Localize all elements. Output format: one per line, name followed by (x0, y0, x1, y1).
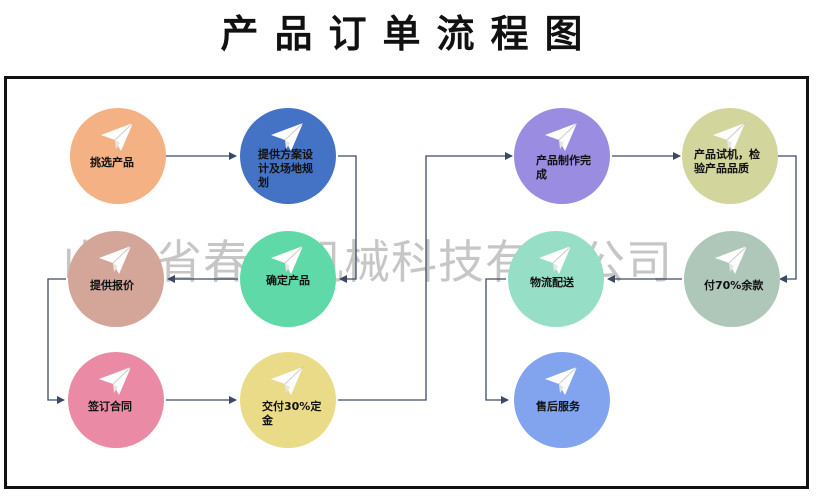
step-label: 交付30%定 金 (262, 400, 322, 427)
step-node-11: 售后服务 (514, 352, 610, 448)
step-node-7: 产品制作完 成 (514, 108, 610, 204)
step-label: 物流配送 (530, 276, 574, 289)
step-node-8: 产品试机，检 验产品品质 (682, 108, 778, 204)
step-label: 签订合同 (88, 400, 132, 413)
connector-n8-n9 (778, 155, 797, 283)
step-node-9: 付70%余款 (684, 231, 780, 327)
paper-plane-icon (538, 245, 572, 275)
connector-n6-n7 (338, 152, 513, 401)
step-label: 产品制作完 成 (536, 154, 591, 181)
paper-plane-icon (714, 245, 748, 275)
paper-plane-icon (98, 245, 132, 275)
step-node-5: 签订合同 (68, 352, 164, 448)
paper-plane-icon (712, 122, 746, 152)
step-label: 产品试机，检 验产品品质 (694, 148, 760, 175)
paper-plane-icon (544, 366, 578, 396)
step-node-4: 提供报价 (68, 231, 164, 327)
step-label: 确定产品 (266, 274, 310, 287)
step-node-2: 提供方案设 计及场地规 划 (240, 108, 336, 204)
step-node-10: 物流配送 (508, 231, 604, 327)
step-label: 提供方案设 计及场地规 划 (258, 148, 313, 189)
diagram-frame (4, 76, 809, 489)
paper-plane-icon (270, 245, 304, 275)
step-node-3: 确定产品 (240, 231, 336, 327)
step-label: 挑选产品 (90, 156, 134, 169)
page-title: 产品订单流程图 (220, 12, 599, 56)
step-node-6: 交付30%定 金 (240, 352, 336, 448)
paper-plane-icon (544, 122, 578, 152)
step-label: 售后服务 (536, 400, 580, 413)
step-label: 付70%余款 (704, 279, 764, 292)
step-node-1: 挑选产品 (70, 108, 166, 204)
connector-n10-n11 (485, 278, 509, 404)
step-label: 提供报价 (90, 279, 134, 292)
connector-n2-n3 (338, 155, 357, 283)
paper-plane-icon (98, 366, 132, 396)
paper-plane-icon (270, 366, 304, 396)
paper-plane-icon (100, 122, 134, 152)
paper-plane-icon (270, 122, 304, 152)
connector-n4-n5 (47, 278, 66, 404)
